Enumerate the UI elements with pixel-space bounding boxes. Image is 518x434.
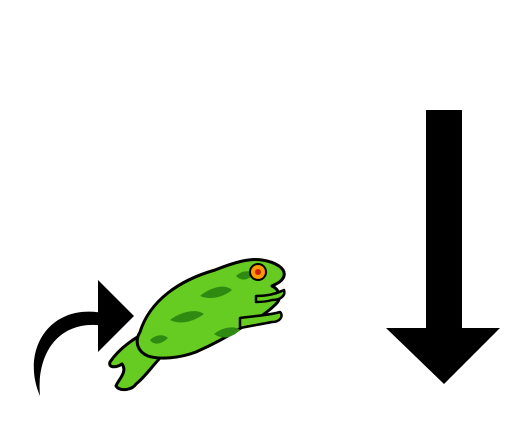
curved-arrow-icon [33,280,134,396]
frog-icon [108,258,286,392]
down-arrow-icon [386,110,500,384]
